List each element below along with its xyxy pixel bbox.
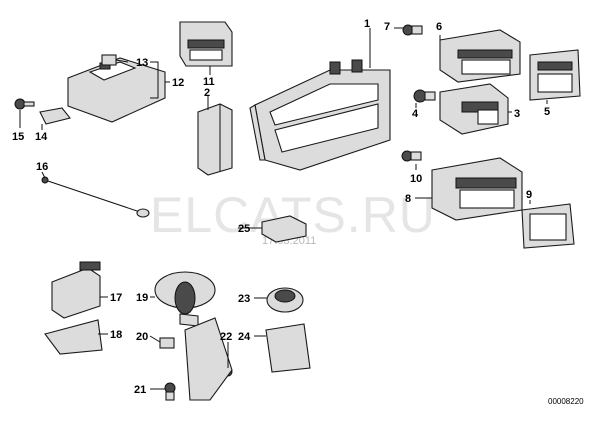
part-10-bulb bbox=[401, 150, 422, 162]
diagram-reference-number: 00008220 bbox=[548, 397, 584, 406]
callout-5: 5 bbox=[544, 106, 550, 118]
part-17-relay bbox=[51, 261, 101, 319]
callout-10: 10 bbox=[410, 173, 422, 185]
part-12-control-unit bbox=[67, 57, 166, 123]
part-8-control-panel bbox=[431, 157, 523, 221]
part-25-module bbox=[261, 215, 307, 243]
part-24-holder bbox=[265, 323, 311, 373]
part-20-clip bbox=[159, 337, 175, 349]
callout-20: 20 bbox=[136, 331, 148, 343]
part-6-switch-module bbox=[439, 29, 521, 83]
callout-8: 8 bbox=[405, 193, 411, 205]
callout-16: 16 bbox=[36, 161, 48, 173]
part-21-bolt bbox=[164, 382, 176, 401]
callout-2: 2 bbox=[204, 87, 210, 99]
part-2-sleeve bbox=[197, 103, 233, 176]
callout-15: 15 bbox=[12, 131, 24, 143]
callout-labels: 1 2 3 4 5 6 7 8 9 10 11 12 13 14 15 16 1… bbox=[12, 18, 550, 396]
callout-1: 1 bbox=[364, 18, 370, 30]
callout-11: 11 bbox=[203, 76, 215, 88]
callout-6: 6 bbox=[436, 21, 442, 33]
part-4-bulb bbox=[413, 89, 436, 103]
callout-9: 9 bbox=[526, 189, 532, 201]
callout-13: 13 bbox=[136, 57, 148, 69]
callout-23: 23 bbox=[238, 293, 250, 305]
part-19-horn bbox=[154, 271, 216, 327]
part-5-panel bbox=[529, 49, 581, 101]
callout-19: 19 bbox=[136, 292, 148, 304]
part-16-sensor bbox=[41, 176, 150, 218]
callout-18: 18 bbox=[110, 329, 122, 341]
part-11-connector bbox=[179, 21, 233, 67]
callout-3: 3 bbox=[514, 108, 520, 120]
horn-bracket bbox=[184, 317, 233, 401]
callout-17: 17 bbox=[110, 292, 122, 304]
callout-4: 4 bbox=[412, 108, 419, 120]
callout-24: 24 bbox=[238, 331, 251, 343]
callout-21: 21 bbox=[134, 384, 146, 396]
part-13-relay bbox=[101, 54, 117, 66]
part-9-keypad bbox=[521, 203, 575, 249]
part-14-bracket bbox=[39, 107, 71, 125]
callout-14: 14 bbox=[35, 131, 48, 143]
callout-22: 22 bbox=[220, 331, 232, 343]
leader-lines bbox=[19, 27, 548, 390]
callout-25: 25 bbox=[238, 223, 250, 235]
part-23-horn-cup bbox=[266, 287, 304, 313]
callout-12: 12 bbox=[172, 77, 184, 89]
part-1-mounting-frame bbox=[249, 59, 391, 171]
part-18-bracket bbox=[44, 319, 103, 355]
part-3-switch-module bbox=[439, 83, 509, 135]
part-7-bulb bbox=[402, 24, 423, 36]
callout-7: 7 bbox=[384, 21, 390, 33]
part-15-screw bbox=[14, 98, 35, 110]
